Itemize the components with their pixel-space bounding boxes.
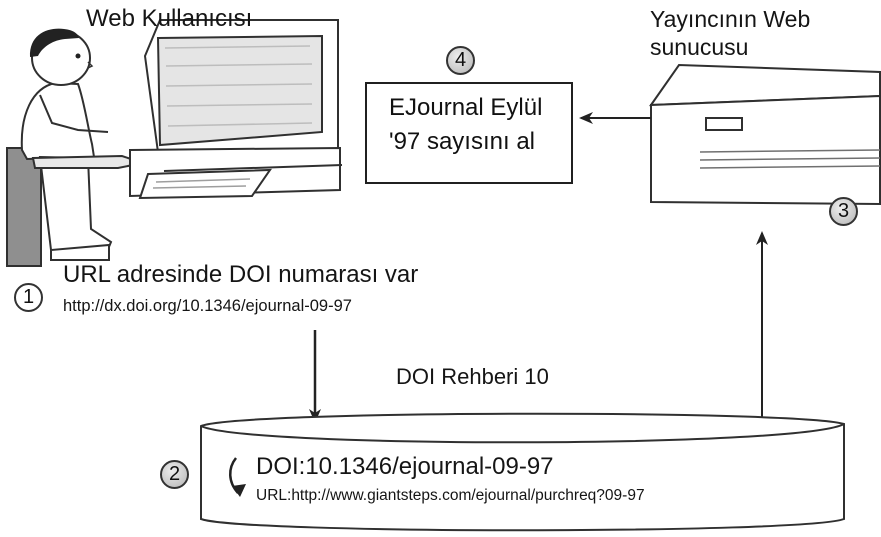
user-nose xyxy=(87,61,94,69)
user-body xyxy=(20,81,96,161)
web-user-illustration xyxy=(6,28,147,267)
user-hair xyxy=(29,28,79,57)
keyboard-icon xyxy=(138,168,272,200)
user-shoe xyxy=(50,243,110,261)
server-drive-slot xyxy=(705,117,743,131)
doi-directory-title: DOI Rehberi 10 xyxy=(396,364,549,389)
step-3-badge: 3 xyxy=(829,197,858,226)
server-illustration xyxy=(649,63,881,206)
user-arm xyxy=(39,94,109,133)
case-line xyxy=(163,164,343,172)
user-legs xyxy=(38,155,113,256)
doi-url-title: URL adresinde DOI numarası var xyxy=(63,261,419,288)
directory-cylinder-body xyxy=(200,412,845,532)
doi-url-text: http://dx.doi.org/10.1346/ejournal-09-97 xyxy=(63,297,352,315)
doi-identifier-text: DOI:10.1346/ejournal-09-97 xyxy=(256,453,554,480)
publisher-server-title-line2: sunucusu xyxy=(650,33,749,60)
keyboard-keys xyxy=(152,178,251,189)
computer-illustration xyxy=(129,19,343,200)
doi-directory-cylinder xyxy=(200,412,845,532)
publisher-server-title: Yayıncının Web sunucusu xyxy=(650,6,810,61)
user-eye xyxy=(75,53,81,59)
doi-target-url-text: URL:http://www.giantsteps.com/ejournal/p… xyxy=(256,487,645,504)
step-1-badge: 1 xyxy=(14,283,43,312)
server-vents xyxy=(699,149,881,169)
web-user-title: Web Kullanıcısı xyxy=(86,5,253,32)
publisher-server-title-line1: Yayıncının Web xyxy=(650,6,811,32)
journal-page-line2: '97 sayısını al xyxy=(389,128,535,155)
screen-texture xyxy=(164,45,313,127)
directory-cylinder-rim xyxy=(200,423,845,444)
monitor-screen xyxy=(156,34,323,147)
journal-page-line1: EJournal Eylül xyxy=(389,94,543,121)
desk-surface xyxy=(31,154,147,169)
step-2-badge: 2 xyxy=(160,460,189,489)
step-4-badge: 4 xyxy=(446,46,475,75)
journal-page-box: EJournal Eylül '97 sayısını al xyxy=(365,82,573,184)
resolve-curve-arrowhead xyxy=(232,484,246,497)
